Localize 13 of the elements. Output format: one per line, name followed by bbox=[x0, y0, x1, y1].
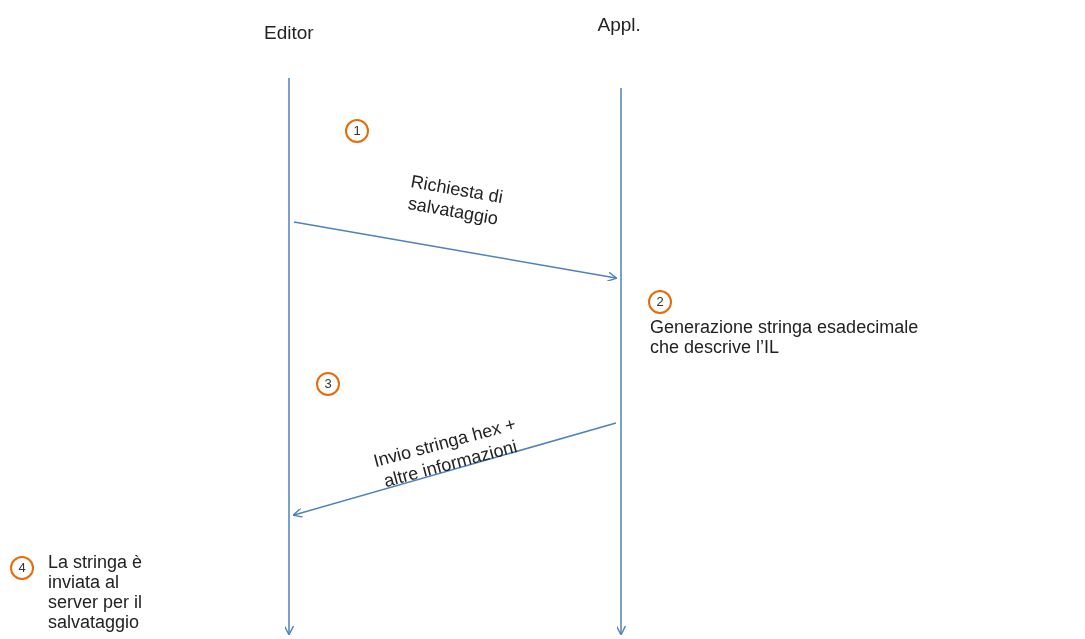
message-arrow bbox=[292, 422, 617, 518]
note-text: Generazione stringa esadecimale che descrive l’IL bbox=[650, 317, 920, 357]
lifeline-header: Appl. bbox=[597, 14, 641, 36]
lifeline-header: Editor bbox=[264, 22, 314, 44]
note-text: La stringa è inviata al server per il salvataggio bbox=[48, 552, 144, 632]
callout-number: 4 bbox=[10, 556, 34, 580]
callout-number: 2 bbox=[648, 290, 672, 314]
callout-number: 1 bbox=[345, 119, 369, 143]
lifeline bbox=[283, 78, 295, 635]
message-arrow bbox=[293, 221, 618, 282]
edge-label: Richiesta di salvataggio bbox=[405, 170, 506, 231]
callout-number: 3 bbox=[316, 372, 340, 396]
lifeline bbox=[615, 88, 627, 635]
